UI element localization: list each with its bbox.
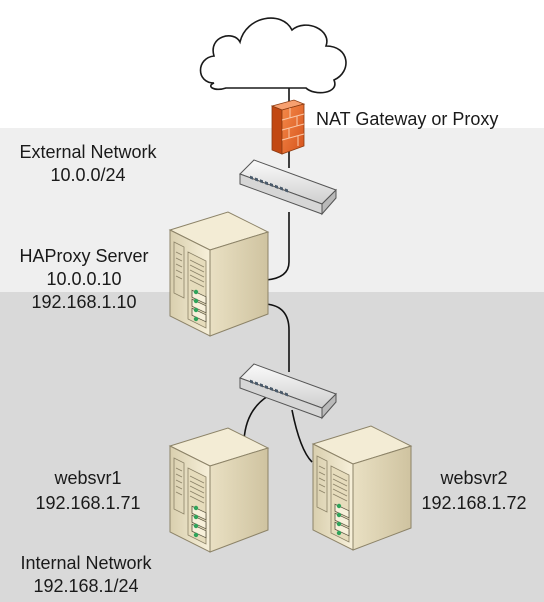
link-switch2-websvr2 bbox=[291, 409, 313, 463]
internal-network-zone bbox=[0, 292, 544, 602]
websvr1-ip: 192.168.1.71 bbox=[35, 493, 141, 513]
internal-network-name: Internal Network bbox=[20, 553, 152, 573]
internet-cloud-icon bbox=[199, 17, 347, 94]
websvr2-ip: 192.168.1.72 bbox=[421, 493, 527, 513]
websvr1-name: websvr1 bbox=[54, 468, 122, 488]
nat-gateway-firewall-icon bbox=[270, 99, 306, 155]
internal-network-subnet: 192.168.1/24 bbox=[33, 576, 139, 596]
link-haproxy-switch2 bbox=[265, 303, 290, 372]
gateway-label: NAT Gateway or Proxy bbox=[316, 109, 499, 129]
websvr2-name: websvr2 bbox=[440, 468, 508, 488]
websvr2-server-icon bbox=[312, 425, 412, 551]
websvr1-server-icon bbox=[169, 427, 269, 553]
external-network-subnet: 10.0.0/24 bbox=[50, 165, 126, 185]
link-switch-haproxy bbox=[265, 212, 290, 281]
haproxy-server-icon bbox=[169, 211, 269, 337]
external-network-zone bbox=[0, 128, 544, 292]
network-links bbox=[243, 86, 313, 463]
external-network-name: External Network bbox=[19, 142, 157, 162]
haproxy-ip-external: 10.0.0.10 bbox=[46, 269, 122, 289]
link-switch2-websvr1 bbox=[243, 395, 269, 441]
haproxy-ip-internal: 192.168.1.10 bbox=[31, 292, 137, 312]
haproxy-name: HAProxy Server bbox=[19, 246, 149, 266]
